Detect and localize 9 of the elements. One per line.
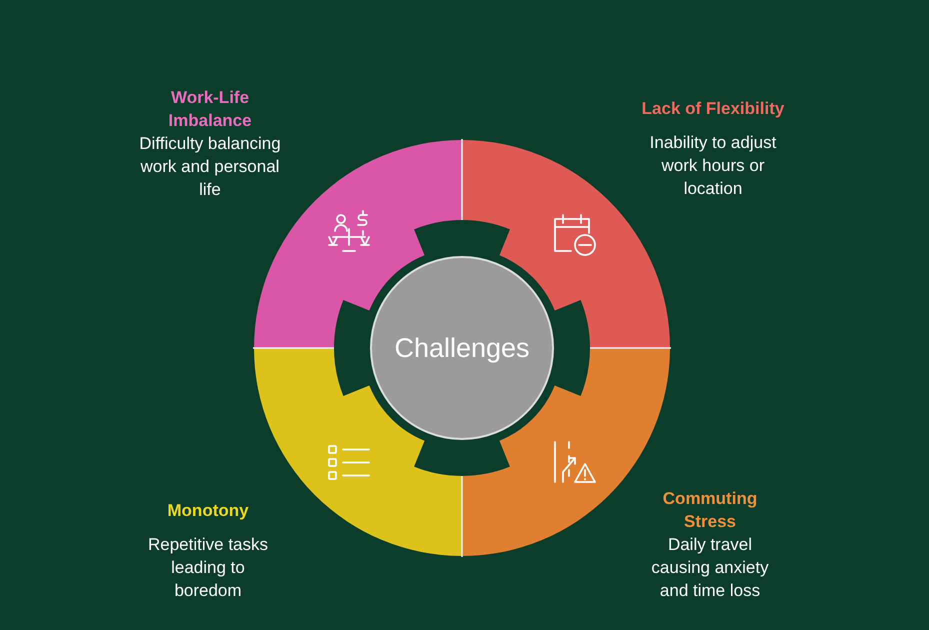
segment-description: Repetitive tasks leading to boredom (147, 534, 269, 602)
segment-heading: Lack of Flexibility (640, 98, 786, 120)
segment-description: Inability to adjust work hours or location (648, 132, 778, 200)
segment-description: Difficulty balancing work and personal life (138, 133, 282, 201)
segment-heading: Monotony (166, 500, 250, 522)
segment-heading: Commuting Stress (662, 488, 758, 533)
segment-heading: Work-Life Imbalance (167, 87, 253, 132)
center-label: Challenges (394, 332, 530, 364)
segment-description: Daily travel causing anxiety and time loss (650, 534, 770, 602)
